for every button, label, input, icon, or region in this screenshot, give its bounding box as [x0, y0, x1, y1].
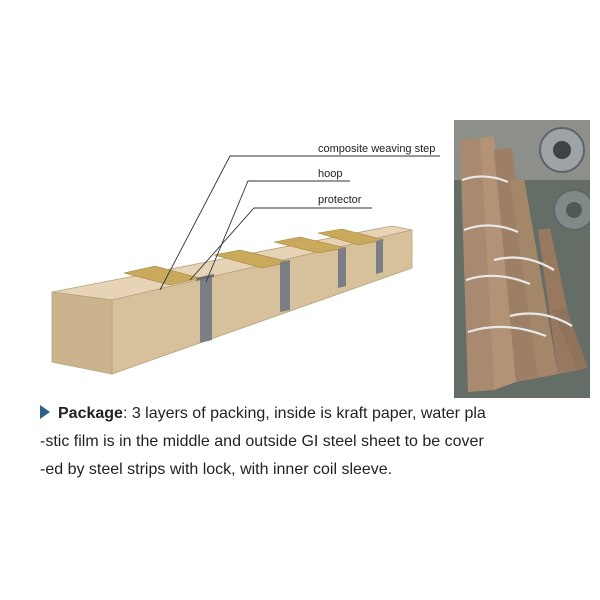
packed-bundles — [460, 136, 588, 392]
package-line-3: -ed by steel strips with lock, with inne… — [40, 461, 393, 478]
box-end-face — [51, 291, 113, 375]
leader-composite-weaving-step — [159, 155, 440, 291]
leader-hoop — [205, 180, 350, 283]
steel-hoop — [280, 260, 290, 312]
package-description: Package: 3 layers of packing, inside is … — [40, 400, 588, 484]
description-line-1: Package: 3 layers of packing, inside is … — [40, 400, 588, 428]
callout-composite-weaving-step: composite weaving step — [318, 143, 436, 155]
package-keyword: Package — [58, 405, 123, 422]
steel-hoop — [338, 247, 346, 288]
callout-hoop: hoop — [318, 168, 343, 180]
callout-leaders — [159, 155, 440, 291]
package-line-1: 3 layers of packing, inside is kraft pap… — [131, 405, 486, 422]
triangle-right-icon — [40, 405, 50, 419]
steel-hoops — [196, 239, 383, 343]
callout-protector: protector — [318, 194, 362, 206]
protector-strip — [317, 228, 385, 246]
steel-hoop — [200, 277, 212, 343]
leader-protector — [189, 207, 372, 281]
steel-hoop — [376, 239, 383, 274]
steel-hoop-top — [196, 274, 215, 281]
bundle-straps — [461, 175, 573, 338]
package-line-2: -stic film is in the middle and outside … — [40, 433, 484, 450]
packed-steel-photo — [454, 120, 590, 398]
package-separator: : — [122, 405, 132, 422]
